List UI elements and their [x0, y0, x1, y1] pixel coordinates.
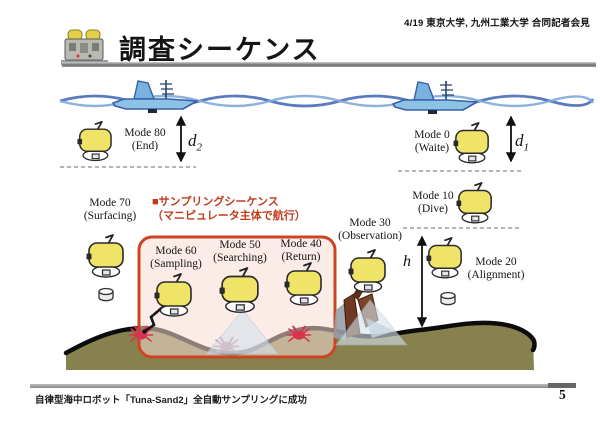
sample-canister-mode70	[98, 287, 114, 302]
tuna-sand2-robot-icon	[61, 29, 108, 65]
mode-10-label: Mode 10 (Dive)	[412, 190, 453, 216]
sampling-sequence-heading: ■サンプリングシーケンス （マニピュレータ主体で航行）	[152, 196, 306, 223]
title-divider	[62, 62, 596, 67]
mode-70-label: Mode 70 (Surfacing)	[84, 197, 136, 223]
search-beam-mode50	[205, 309, 279, 355]
mode-50-name: Mode 50	[219, 239, 261, 251]
mode-30-label: Mode 30 (Observation)	[338, 217, 402, 243]
footer-divider	[30, 384, 576, 388]
d1-label: d1	[515, 131, 529, 153]
manipulator-gripper	[142, 329, 147, 334]
auv-mode70	[85, 234, 124, 278]
mode-30-state: (Observation)	[338, 230, 402, 242]
mode-20-name: Mode 20	[475, 256, 517, 268]
auv-mode20	[425, 237, 463, 279]
page-number: 5	[559, 387, 566, 402]
mode-60-state: (Sampling)	[150, 258, 202, 270]
mode-80-label: Mode 80 (End)	[124, 127, 165, 153]
mode-50-label: Mode 50 (Searching)	[213, 239, 267, 265]
sample-canister-mode20	[440, 291, 456, 306]
d2-label: d2	[188, 131, 202, 153]
h-label: h	[403, 253, 411, 270]
mode-0-label: Mode 0 (Waite)	[414, 129, 449, 155]
auv-mode0	[452, 122, 490, 164]
mode-60-label: Mode 60 (Sampling)	[150, 245, 202, 271]
auv-mode30	[347, 249, 386, 293]
auv-mode80	[76, 121, 112, 162]
mode-70-name: Mode 70	[89, 197, 131, 209]
auv-mode10	[455, 182, 493, 224]
sampling-heading-line2: （マニピュレータ主体で航行）	[152, 209, 306, 222]
mode-20-label: Mode 20 (Alignment)	[468, 256, 525, 282]
mode-60-name: Mode 60	[155, 245, 197, 257]
mode-80-state: (End)	[131, 140, 159, 152]
manipulator-arm	[143, 304, 166, 333]
footer-divider-cap	[548, 383, 576, 388]
mode-50-state: (Searching)	[213, 252, 267, 264]
d2-base: d	[188, 131, 197, 150]
sampling-heading-line1: ■サンプリングシーケンス	[152, 196, 279, 208]
mode-20-state: (Alignment)	[467, 269, 525, 281]
mode-40-name: Mode 40	[280, 238, 322, 250]
mode-30-name: Mode 30	[349, 217, 391, 229]
mode-80-name: Mode 80	[124, 127, 166, 139]
mode-10-name: Mode 10	[412, 190, 454, 202]
mode-0-name: Mode 0	[414, 129, 450, 141]
d1-sub: 1	[523, 141, 530, 154]
observation-beam-mode30	[335, 299, 408, 346]
mode-0-state: (Waite)	[414, 142, 450, 154]
footer-caption: 自律型海中ロボット「Tuna-Sand2」全自動サンプリングに成功	[35, 395, 307, 406]
d2-sub: 2	[196, 141, 203, 154]
page-title: 調査シーケンス	[119, 35, 321, 65]
mode-40-label: Mode 40 (Return)	[280, 238, 321, 264]
d1-base: d	[515, 131, 524, 150]
mode-10-state: (Dive)	[417, 203, 448, 215]
mode-40-state: (Return)	[281, 251, 321, 263]
mode-70-state: (Surfacing)	[83, 210, 137, 222]
header-note: 4/19 東京大学, 九州工業大学 合同記者会見	[404, 18, 590, 29]
